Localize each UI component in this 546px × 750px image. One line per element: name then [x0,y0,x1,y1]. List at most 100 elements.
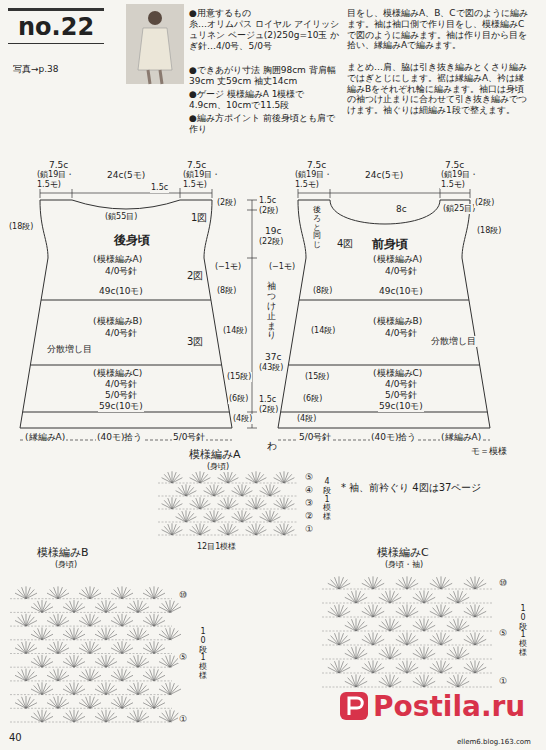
pattern-label: (鎖19目・1.5モ) [182,170,230,189]
pattern-label: (14段) [310,326,336,336]
photo-thumbnail [126,4,184,84]
pattern-label: 8c [395,204,408,215]
pattern-label: (鎖55目) [104,212,138,222]
pattern-label: ●用意するもの [188,8,342,19]
pattern-label: (模様編みB) [372,316,423,327]
pattern-label: 5/0号針 [298,432,332,443]
pattern-label: (鎖19目・1.5モ) [36,170,84,189]
pattern-label: (6段) [302,394,323,404]
pattern-label: (4段) [296,414,317,424]
pattern-label: 1図 [190,212,208,224]
pattern-label: (2段) [258,405,279,415]
pattern-label: 24c(5モ) [364,170,404,181]
pattern-label: (鎖19目・1.5モ) [440,170,488,189]
pattern-label: (身頃・袖) [384,560,424,570]
pattern-label: (15段) [226,372,252,382]
pattern-label: 模様編みA [188,448,242,461]
pattern-label: 2図 [186,270,204,282]
pattern-label: (模様編みC) [92,368,143,379]
pattern-label: 分散増し目 [430,336,477,347]
pattern-label: (模様編みA) [92,254,143,265]
pattern-label: 糸…オリムパス ロイヤル アイリッシュリネン ベージュ(2)250g=10玉 か… [188,19,342,51]
pattern-label: (14段) [222,326,248,336]
pattern-label: 分散増し目 [46,344,93,355]
piece-name: 後身頃 [112,232,152,249]
pattern-label: (鎖19目・1.5モ) [294,170,342,189]
pattern-label: わ [266,440,278,452]
pattern-label: ⑤ [498,628,508,639]
pattern-label: ③ [304,498,314,509]
dimension-lines [20,188,490,440]
pattern-label: ellem6.blog.163.com [456,738,532,746]
pattern-label: 模様編みC [376,546,430,559]
pattern-label: モ＝模様 [470,446,508,457]
vertical-note: 10段1模様 [198,628,208,681]
pattern-label: (−1モ) [214,262,242,272]
vertical-note: 後ろと同じ [312,206,322,250]
pattern-label: 4/0号針 [384,379,418,390]
pattern-label: 4図 [336,238,354,250]
pattern-label: ⑤ [178,652,188,663]
vertical-note: 袖つけ止まり [266,282,277,341]
pattern-label: 59c(10モ) [378,401,424,412]
pattern-label: (8段) [312,286,333,296]
pattern-label: 4/0号針 [384,328,418,339]
pattern-label: ●できあがり寸法 胸囲98cm 背肩幅39cm 丈59cm 袖丈14cm [188,65,342,87]
pattern-label: (18段) [476,226,502,236]
pattern-label: (2段) [216,198,237,208]
pattern-label: ●編み方ポイント 前後身頃とも肩で作り [188,113,342,135]
pattern-label: ② [304,511,314,522]
pattern-label: 1.5c [258,196,277,206]
pattern-label: Postila.ru [372,690,526,724]
pattern-label: 4/0号針 [384,266,418,277]
pattern-label: 3図 [186,336,204,348]
pattern-label: 4/0号針 [104,266,138,277]
pattern-label: (縁編みA) [24,432,66,443]
pattern-label: ⑩ [178,590,188,601]
pattern-label: 37c [264,352,282,363]
pattern-label: (15段) [304,372,330,382]
pattern-label: 写真→p.38 [12,64,60,75]
pattern-label: 12目1模様 [196,542,237,552]
pattern-label: 59c(10モ) [98,401,144,412]
pattern-label: (模様編みB) [92,316,143,327]
postila-logo [340,692,368,720]
pattern-label: 模様編みB [36,546,90,559]
vertical-note: 4段1模様 [322,478,332,522]
vertical-note: 10段1模様 [518,605,528,658]
pattern-label: (身頃) [54,560,78,570]
pattern-label: (43段) [258,363,284,373]
pattern-label: 49c(10モ) [98,286,144,297]
pattern-label: 24c(5モ) [106,170,146,181]
pattern-label: (18段) [8,222,34,232]
pattern-label: (身頃) [206,462,230,472]
pattern-label: (6段) [228,394,249,404]
pattern-label: (2段) [258,206,279,216]
pattern-label: (4段) [232,414,253,424]
pattern-label: (模様編みC) [372,368,423,379]
pattern-label: (縁編みA) [440,432,482,443]
pattern-label: ① [304,524,314,535]
pattern-label: ⑩ [498,578,508,589]
pattern-label: (40モ)拾う [96,432,143,443]
pattern-label: 5/0号針 [172,432,206,443]
pattern-label: ① [178,714,188,725]
pattern-label: 5/0号針 [384,390,418,401]
pattern-label: 1.5c [258,395,277,405]
pattern-label: まとめ…肩、脇は引き抜き編みとくさり編みではぎとじにします。裾は縁編みA、衿は縁… [346,62,534,116]
pattern-label: (22段) [258,237,284,247]
pattern-label: (模様編みA) [372,254,423,265]
pattern-label: (8段) [216,286,237,296]
pattern-label: (40モ)拾う [370,432,417,443]
pattern-label: 19c [264,226,282,237]
pattern-label: (2段) [474,198,495,208]
pattern-label: (−1モ) [268,262,296,272]
pattern-label: ⑤ [304,472,314,483]
pattern-label: ●ゲージ 模様編みA 1模様で4.9cm、10cmで11.5段 [188,89,342,111]
pattern-label: ④ [304,485,314,496]
pattern-label: 49c(10モ) [378,286,424,297]
piece-name: 前身頃 [370,236,410,253]
pattern-label: 5/0号針 [104,390,138,401]
pattern-label: (鎖25目) [442,204,476,214]
